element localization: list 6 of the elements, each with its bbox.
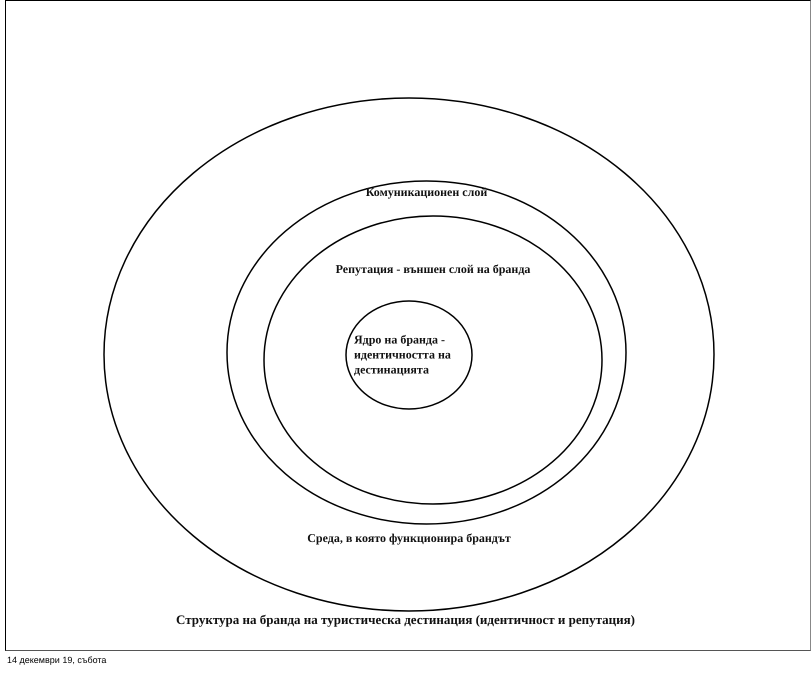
caption: Структура на бранда на туристическа дестинация (идентичност и репутация) xyxy=(176,612,635,628)
layer-label: Комуникационен слой xyxy=(366,185,488,200)
layer-label: Среда, в която функционира брандът xyxy=(307,531,511,546)
date-footer: 14 декември 19, събота xyxy=(7,655,106,665)
layer-label: Ядро на бранда - идентичността на дестинацията xyxy=(354,332,452,378)
layer-label: Репутация - външен слой на бранда xyxy=(336,262,530,277)
